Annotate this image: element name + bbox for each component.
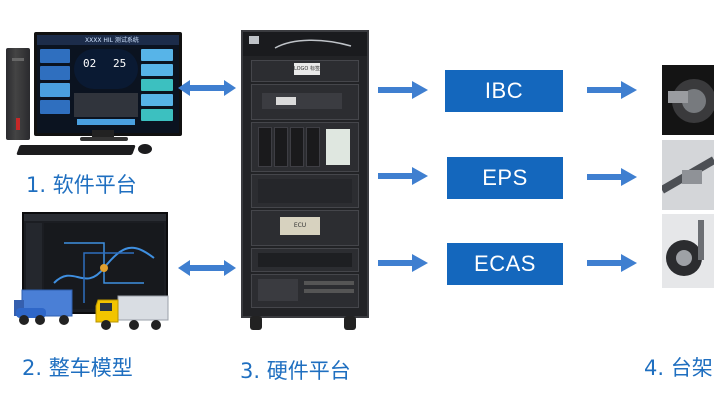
bench-photo-suspension [662,214,714,288]
rack-module-label: ECU [280,217,320,235]
caption-hardware-platform: 3. 硬件平台 [240,359,351,383]
arrow-to-ibc [378,81,428,99]
bidirectional-arrow-software [178,80,236,96]
mouse [138,144,152,154]
arrow-to-eps [378,167,428,185]
gauge-left-value: 02 [83,57,97,70]
bench-photo-brake [662,65,714,135]
yellow-truck-icon [95,295,169,330]
pc-monitor: XXXX HIL 测试系统 02 25 [34,32,182,136]
rack-display-label: LOGO 标签 [294,63,320,75]
monitor-header-text: XXXX HIL 测试系统 [85,37,139,44]
bench-photo-steering [662,140,714,210]
arrow-eps-to-bench [587,168,637,186]
ecu-box-ibc: IBC [445,70,563,112]
arrow-ibc-to-bench [587,81,637,99]
ecu-box-eps: EPS [447,157,563,199]
caption-vehicle-model: 2. 整车模型 [22,356,133,380]
arrow-ecas-to-bench [587,254,637,272]
pc-tower [6,48,30,140]
keyboard [16,145,136,155]
hil-rack: LOGO 标签 ECU [241,30,369,318]
ecu-box-ecas: ECAS [447,243,563,285]
rack-wheel-right [344,316,356,330]
blue-truck-icon [14,289,73,325]
gauge-right-value: 25 [113,57,127,70]
arrow-to-ecas [378,254,428,272]
bidirectional-arrow-model [178,260,236,276]
caption-software-platform: 1. 软件平台 [26,173,137,197]
rack-wheel-left [250,316,262,330]
caption-test-bench: 4. 台架 [644,356,713,380]
